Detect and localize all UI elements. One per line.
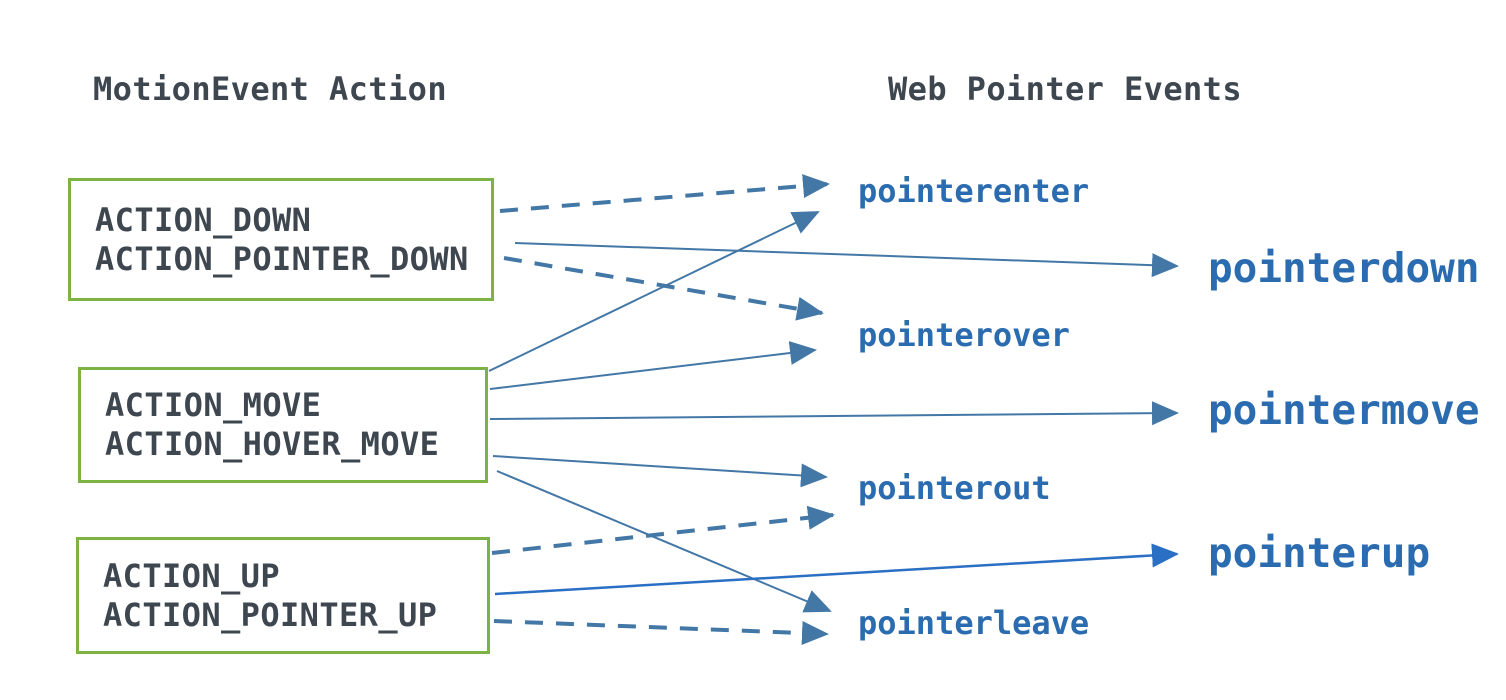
pointerdown-label: pointerdown [1208, 244, 1480, 292]
edge-pointerover-dashed [503, 256, 824, 321]
edge-pointerleave-solid [496, 470, 832, 613]
action-up-box: ACTION_UP ACTION_POINTER_UP [76, 537, 490, 654]
edge-pointerenter-dashed [499, 174, 830, 213]
left-column-header: MotionEvent Action [93, 70, 447, 108]
pointermove-label: pointermove [1208, 386, 1480, 434]
action-down-box: ACTION_DOWN ACTION_POINTER_DOWN [68, 178, 494, 301]
action-box-line: ACTION_POINTER_UP [103, 595, 438, 634]
edge-pointerover-solid [489, 341, 817, 390]
right-column-header: Web Pointer Events [888, 70, 1242, 108]
pointerenter-label: pointerenter [858, 172, 1090, 210]
pointerleave-label: pointerleave [858, 604, 1090, 642]
pointerup-label: pointerup [1208, 529, 1431, 577]
action-box-line: ACTION_UP [103, 556, 280, 595]
edge-pointerdown-solid [514, 242, 1179, 278]
edge-pointerenter-solid [488, 211, 820, 372]
action-box-line: ACTION_HOVER_MOVE [105, 425, 440, 463]
edge-pointerout-dashed [491, 505, 835, 555]
pointerover-label: pointerover [858, 316, 1070, 354]
action-box-line: ACTION_DOWN [95, 200, 312, 239]
action-move-box: ACTION_MOVE ACTION_HOVER_MOVE [78, 367, 488, 483]
pointerout-label: pointerout [858, 469, 1051, 507]
action-box-line: ACTION_POINTER_DOWN [95, 239, 469, 278]
action-box-line: ACTION_MOVE [105, 386, 322, 424]
edge-pointerup-solid [494, 543, 1179, 596]
edge-pointermove-solid [489, 401, 1179, 426]
edge-pointerout-solid [492, 455, 828, 488]
edge-pointerleave-dashed [493, 619, 829, 646]
